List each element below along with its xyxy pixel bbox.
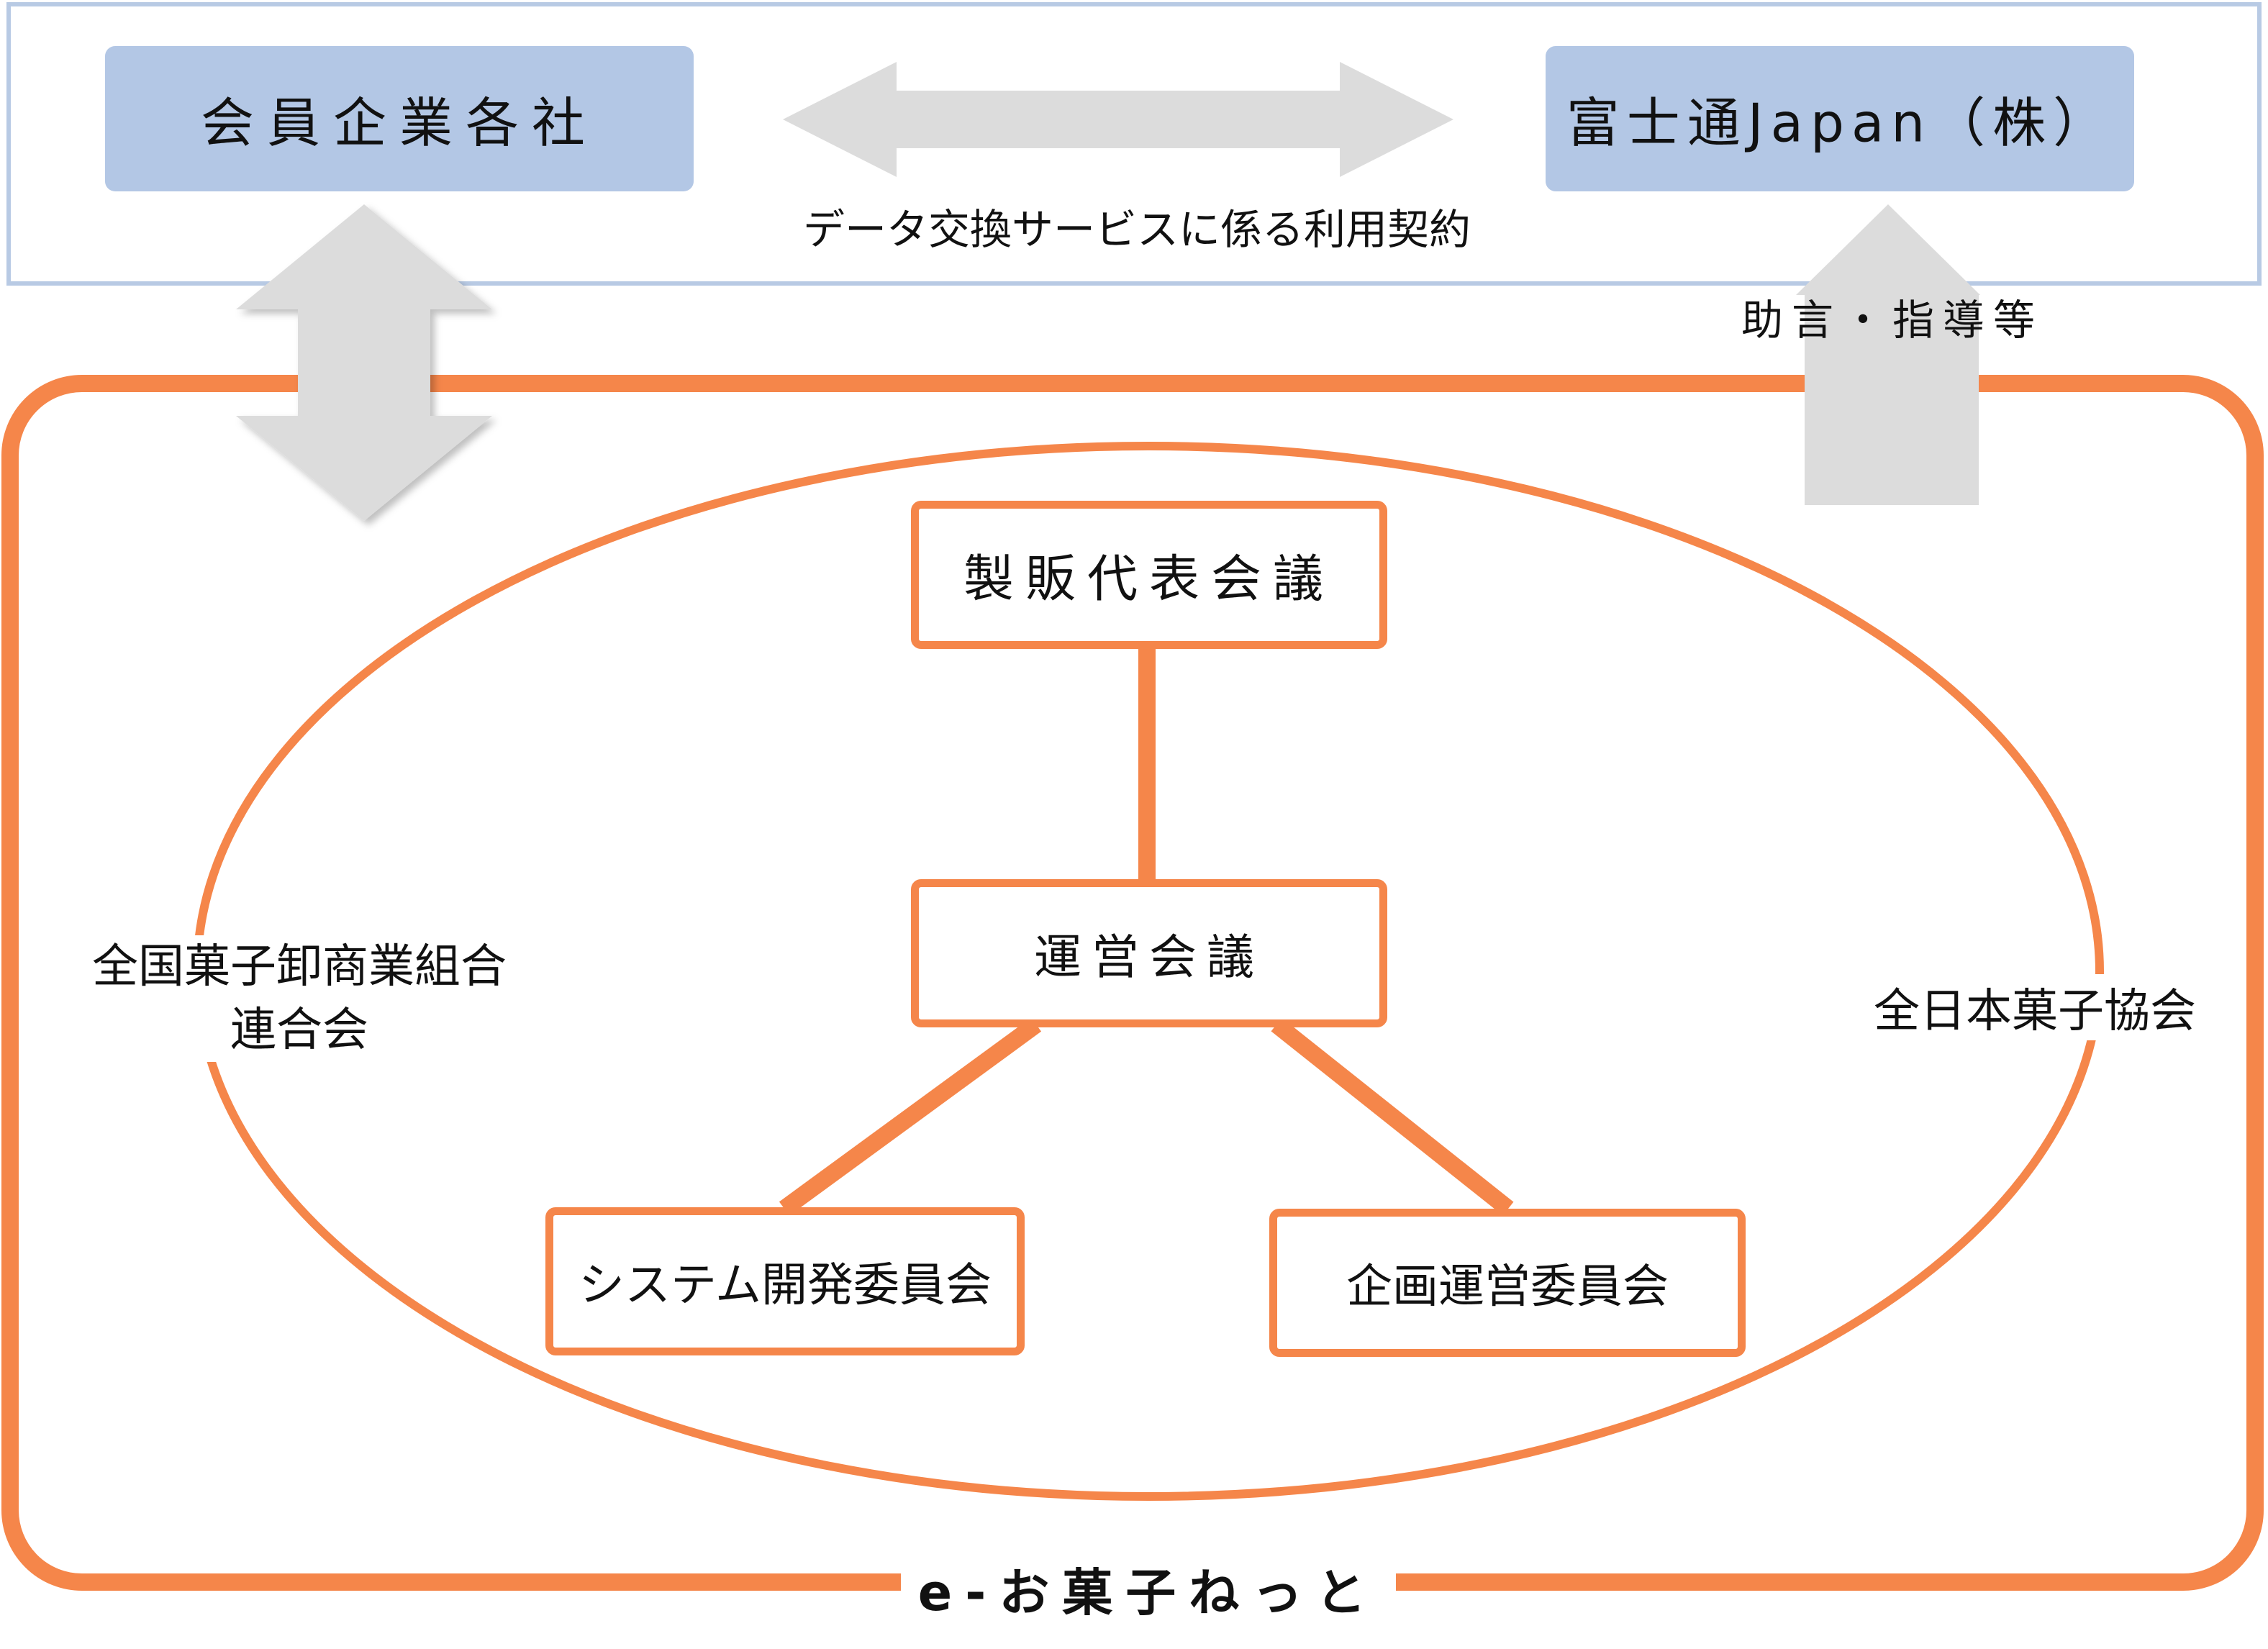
planning-operations-committee-label: 企画運営委員会 xyxy=(1346,1260,1669,1314)
fujitsu-japan-label: 富士通Japan（株） xyxy=(1566,92,2114,155)
fujitsu-japan-box: 富士通Japan（株） xyxy=(1546,46,2134,191)
contract-double-arrow xyxy=(783,62,1453,177)
japan-confectionery-association-label: 全日本菓子協会 xyxy=(1846,974,2223,1040)
contract-label: データ交換サービスに係る利用契約 xyxy=(802,205,1471,254)
members-double-arrow xyxy=(236,204,492,521)
sales-representative-council-box: 製販代表会議 xyxy=(911,501,1387,649)
connector-middle-left xyxy=(779,1017,1042,1216)
planning-operations-committee-box: 企画運営委員会 xyxy=(1269,1209,1746,1357)
advice-label: 助言・指導等 xyxy=(1741,296,2044,345)
sales-representative-council-label: 製販代表会議 xyxy=(963,549,1335,609)
management-council-label: 運営会議 xyxy=(1034,930,1264,985)
connector-middle-right xyxy=(1271,1017,1514,1216)
member-companies-box: 会員企業各社 xyxy=(105,46,694,191)
member-companies-label: 会員企業各社 xyxy=(201,92,598,155)
system-development-committee-box: システム開発委員会 xyxy=(545,1207,1025,1355)
management-council-box: 運営会議 xyxy=(911,879,1387,1027)
system-development-committee-label: システム開発委員会 xyxy=(578,1259,992,1312)
advice-up-arrow xyxy=(1796,204,1980,505)
national-confectionery-wholesalers-label: 全国菓子卸商業組合 連合会 xyxy=(47,935,551,1062)
e-okashi-net-title: e-お菓子ねっと xyxy=(917,1563,1379,1622)
frame-title-gap xyxy=(901,1554,1396,1612)
